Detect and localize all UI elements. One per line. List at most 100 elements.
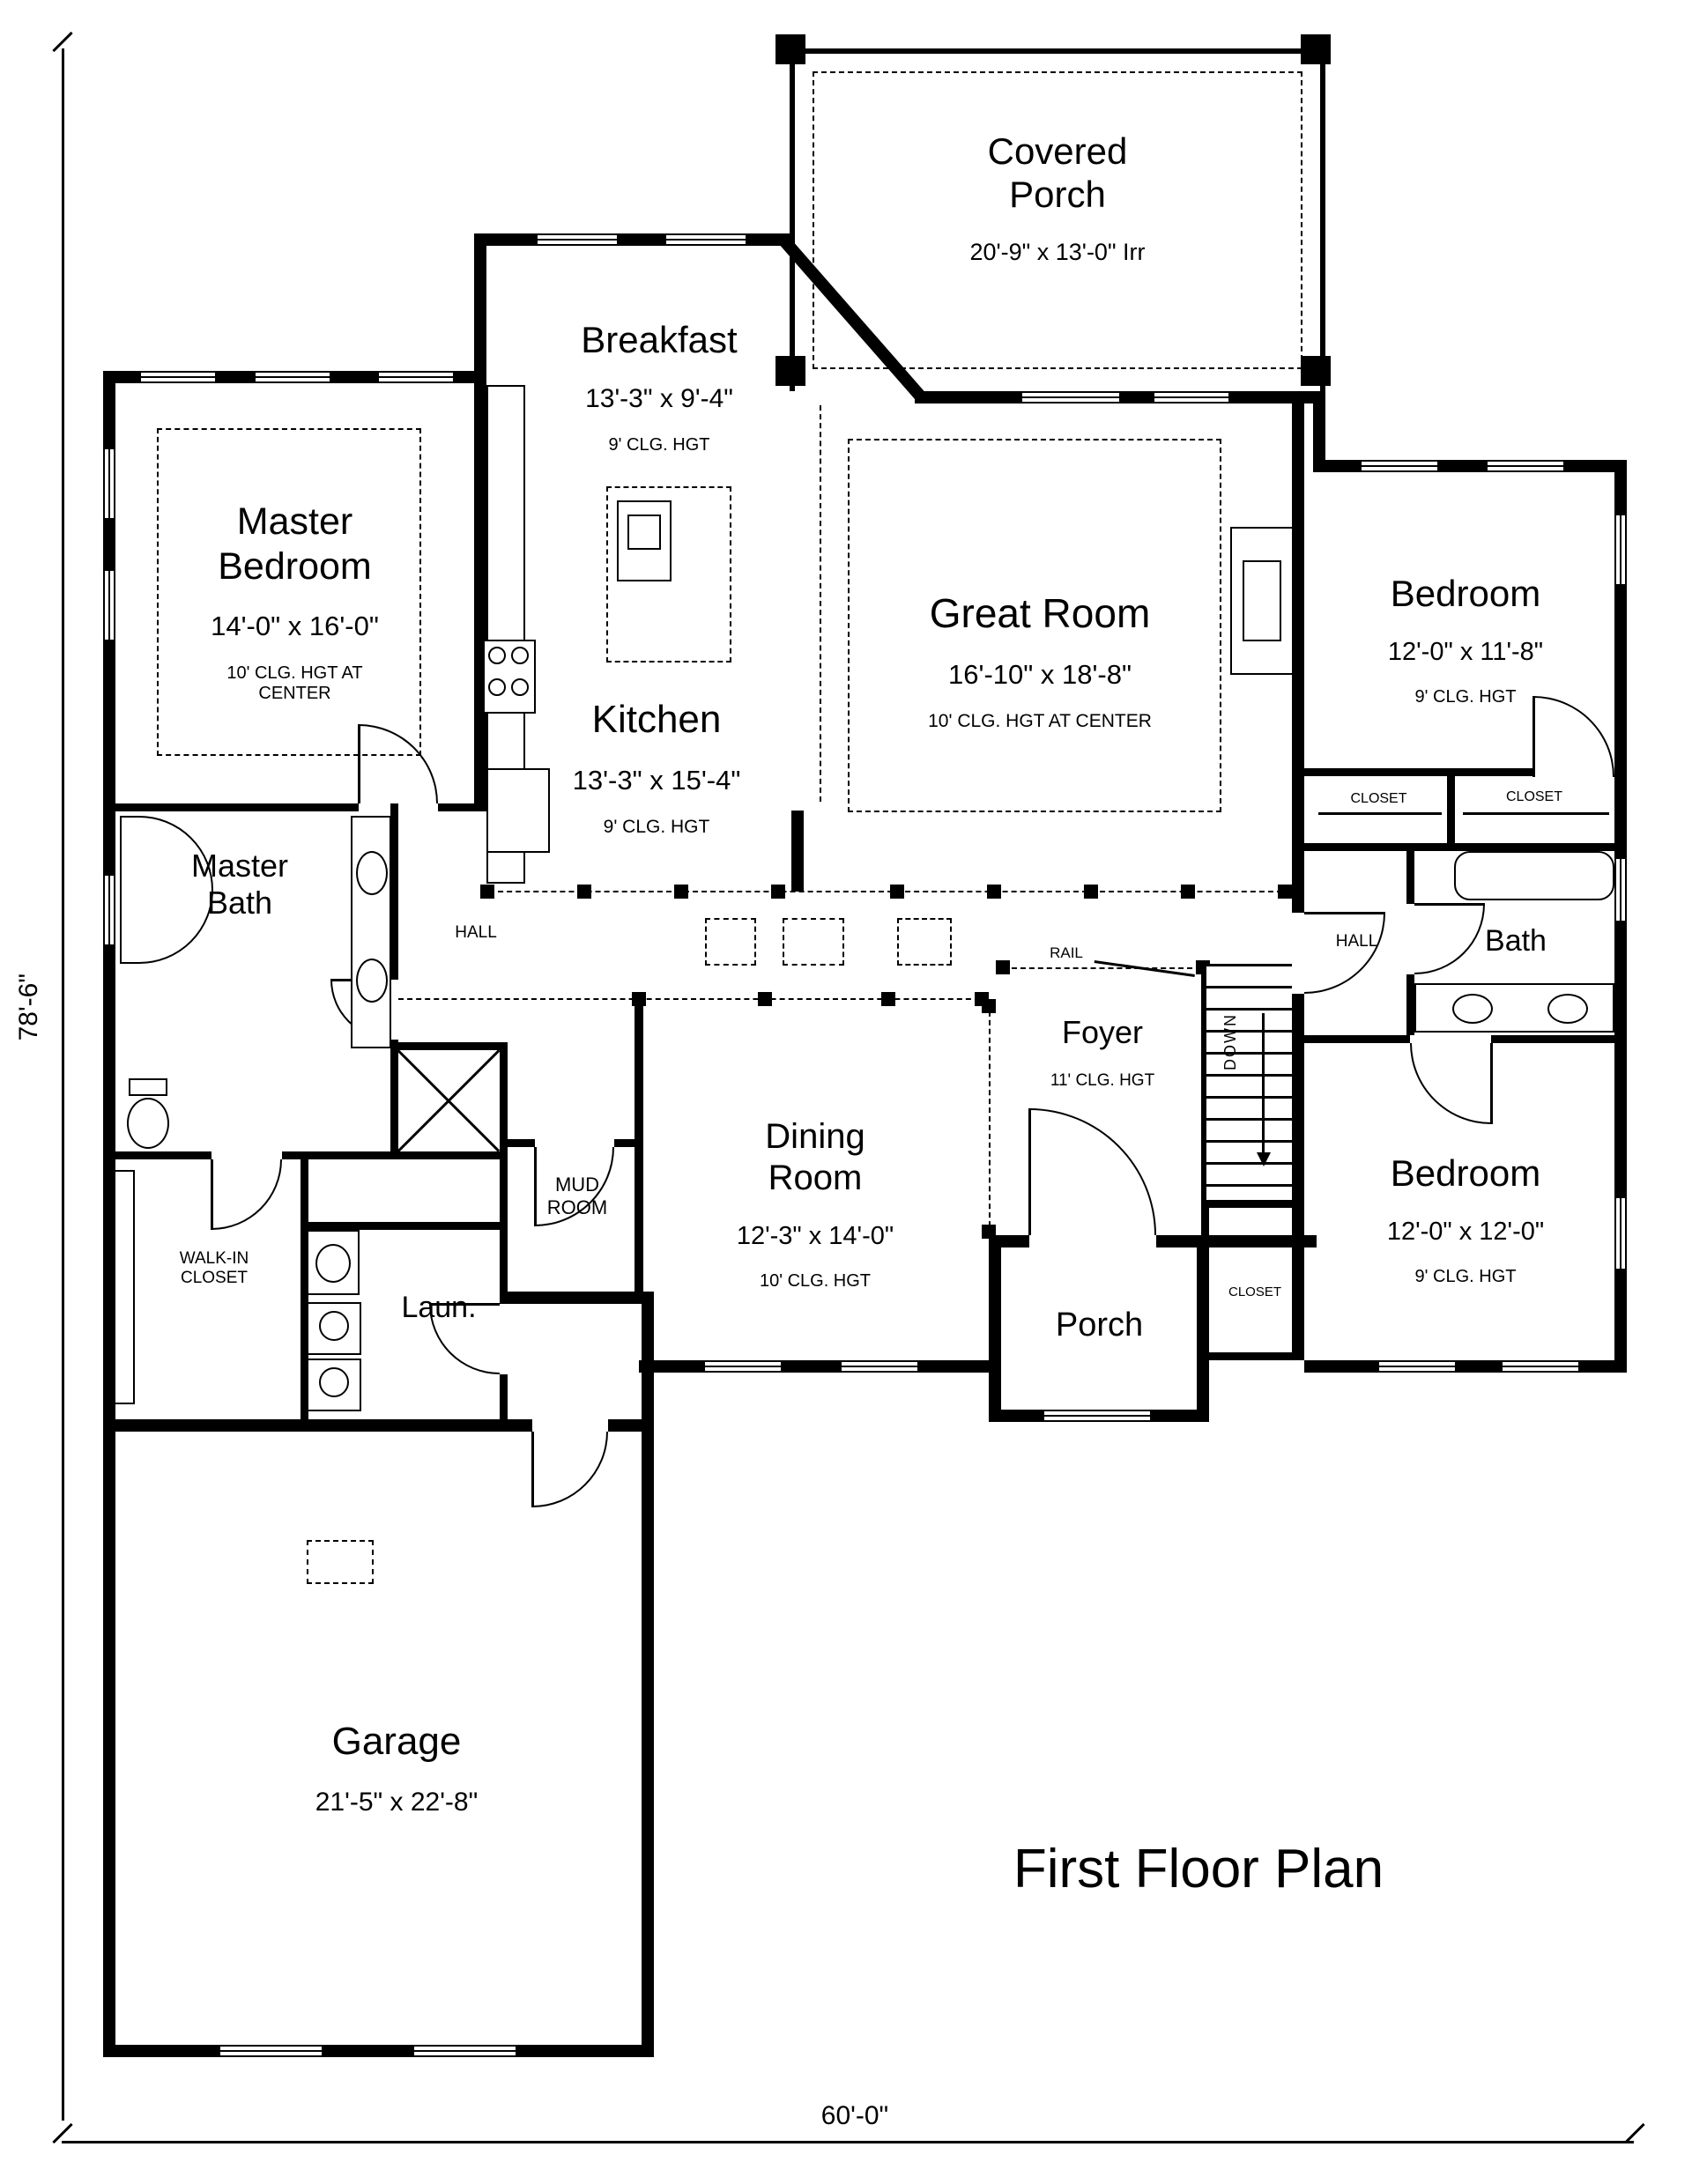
firebox [1243, 560, 1281, 641]
wall [500, 1222, 508, 1304]
wall [1304, 1035, 1410, 1043]
hall-left-label: HALL [455, 923, 497, 942]
window [414, 2045, 516, 2057]
room-name: Dining Room [765, 1116, 865, 1198]
room-size: 16'-10" x 18'-8" [948, 659, 1132, 691]
wall [301, 1222, 508, 1230]
wall [103, 2045, 654, 2057]
porch-pillar [776, 356, 805, 386]
wall [474, 233, 486, 383]
column [982, 1225, 996, 1239]
room-ceiling: 10' CLG. HGT AT CENTER [226, 663, 363, 704]
column [480, 885, 494, 899]
wall [103, 1419, 532, 1432]
room-name: Great Room [929, 589, 1151, 636]
wall [791, 811, 804, 892]
room-name: Kitchen [591, 697, 722, 741]
dimension-line-horizontal [62, 2141, 1634, 2143]
covered-porch-outline [790, 48, 1325, 391]
column [890, 885, 904, 899]
wall [1313, 391, 1325, 472]
wall [1156, 1235, 1197, 1247]
wall [915, 391, 1325, 403]
down-arrow-shaft [1262, 1013, 1265, 1152]
wall [639, 1360, 989, 1373]
door-arc [1410, 1043, 1491, 1124]
washer-door [319, 1311, 349, 1341]
room-ceiling: 9' CLG. HGT [1414, 1267, 1517, 1287]
wall [103, 803, 359, 811]
room-ceiling: 10' CLG. HGT AT CENTER [928, 711, 1152, 732]
window [103, 876, 115, 944]
door-opening [1292, 913, 1304, 994]
closet-2-label: CLOSET [1505, 789, 1562, 804]
wall [438, 803, 486, 811]
window [379, 371, 453, 383]
wall [1313, 460, 1627, 472]
dimension-line-vertical [62, 48, 64, 2121]
room-size: 20'-9" x 13'-0" Irr [969, 238, 1146, 265]
room-label-master-bath: Master Bath [190, 848, 289, 922]
porch-pillar [776, 34, 805, 64]
ceiling-break-dashed [705, 918, 756, 966]
column [1278, 885, 1292, 899]
room-ceiling: 10' CLG. HGT [759, 1271, 872, 1292]
stairs [1206, 964, 1292, 1200]
laundry-label: Laun. [401, 1291, 477, 1324]
room-label-garage: Garage 21'-5" x 22'-8" [212, 1702, 582, 1834]
door-arc [532, 1432, 608, 1507]
walk-in-closet-label: WALK-IN CLOSET [179, 1249, 249, 1288]
wall [1201, 1352, 1304, 1360]
column [771, 885, 785, 899]
porch-steps-opening [1044, 1410, 1150, 1422]
wall [1406, 974, 1414, 1035]
wall [500, 1139, 535, 1147]
room-label-master-bedroom: Master Bedroom 14'-0" x 16'-0" 10' CLG. … [116, 483, 473, 722]
room-name: Bedroom [1390, 1151, 1541, 1194]
porch-pillar [1301, 34, 1331, 64]
ceiling-break-dashed [897, 918, 952, 966]
column [996, 960, 1010, 974]
room-size: 12'-0" x 11'-8" [1387, 638, 1544, 667]
room-name: Garage [331, 1719, 462, 1763]
window [256, 371, 330, 383]
hall-right-label: HALL [1335, 932, 1378, 951]
window [666, 233, 746, 246]
wall [500, 1374, 508, 1419]
tray-ceiling-outline [157, 428, 421, 756]
wall [282, 1151, 398, 1159]
wall [989, 1235, 1029, 1247]
wall [508, 1292, 642, 1304]
wall [1201, 1200, 1297, 1208]
wall [1201, 1200, 1209, 1360]
wall [1292, 391, 1304, 1360]
room-name: Covered Porch [987, 130, 1128, 216]
closet-rod [1463, 812, 1609, 815]
cased-opening-dashed [989, 1003, 991, 1235]
room-size: 14'-0" x 16'-0" [211, 611, 379, 642]
door-arc [359, 724, 438, 803]
wall [642, 1292, 654, 2057]
closet-rod [1318, 812, 1442, 815]
sink [356, 959, 388, 1003]
width-dimension-label: 60'-0" [820, 2101, 889, 2130]
window [141, 371, 215, 383]
dryer-door [319, 1367, 349, 1397]
window [1362, 460, 1437, 472]
toilet-tank [129, 1078, 167, 1096]
room-label-bedroom-2: Bedroom 12'-0" x 11'-8" 9' CLG. HGT [1313, 555, 1618, 725]
room-ceiling: 9' CLG. HGT [603, 817, 710, 838]
tub [1454, 851, 1614, 900]
room-name: Master Bedroom [218, 500, 372, 588]
tray-ceiling-outline [848, 439, 1221, 812]
wall [1406, 851, 1414, 904]
dimension-tick [1624, 2122, 1645, 2144]
column [1084, 885, 1098, 899]
window [1614, 1198, 1627, 1269]
wall [1447, 776, 1455, 851]
wall [103, 1151, 212, 1159]
wall [608, 1419, 642, 1432]
room-label-foyer: Foyer 11' CLG. HGT [1006, 997, 1198, 1108]
mud-room-label: MUD ROOM [546, 1173, 608, 1218]
down-label: DOWN [1221, 1013, 1239, 1070]
